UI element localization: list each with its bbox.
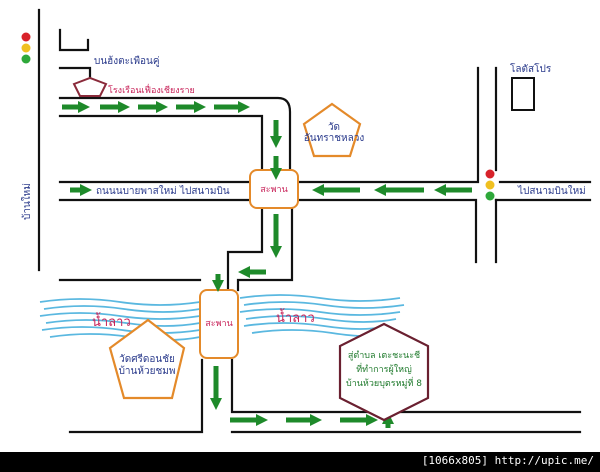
traffic-light-icon bbox=[485, 169, 495, 201]
temple-marker bbox=[302, 102, 362, 158]
temple-bottom-label-line2: บ้านห้วยชมพ bbox=[119, 365, 176, 377]
temple-bottom-label-line1: วัดศรีดอนชัย bbox=[119, 353, 175, 365]
temple-top-label-line2: อันทราชหลวง bbox=[304, 133, 365, 144]
vertical-left-label: บ้านใหม่ bbox=[21, 183, 33, 220]
traffic-light-icon bbox=[21, 32, 31, 64]
road-network bbox=[37, 8, 592, 434]
footer-bar bbox=[0, 452, 600, 472]
temple-marker bbox=[108, 318, 186, 400]
footer-text[interactable]: [1066x805] http://upic.me/ bbox=[421, 454, 594, 467]
river bbox=[39, 294, 405, 341]
road-right-label: ไปสนามบินใหม่ bbox=[517, 185, 586, 197]
destination-marker bbox=[338, 322, 430, 422]
hotel-marker bbox=[72, 76, 108, 97]
river-left-label: น้ำลาว bbox=[92, 312, 131, 330]
building-label: บนฮ้งตะเพือนคู่ bbox=[94, 55, 160, 67]
destination-label-line3: บ้านห้วยบุตรหมู่ที่ 8 bbox=[346, 376, 422, 389]
route-arrows bbox=[62, 100, 472, 428]
bridge-top-label: สะพาน bbox=[260, 185, 287, 195]
bridge-bottom-label: สะพาน bbox=[205, 319, 232, 329]
destination-label-line2: ที่ทำการผู้ใหญ่ bbox=[356, 362, 412, 375]
top-right-box-label: โลตัสโปร bbox=[510, 62, 552, 75]
temple-top-label-line1: วัด bbox=[328, 122, 340, 133]
river-right-label: น้ำลาว bbox=[276, 308, 315, 326]
road-left-label: ถนนนบายพาสใหม่ ไปสนามบิน bbox=[96, 185, 230, 197]
hotel-label: โรงเรือนเฟื่องเชียงราย bbox=[108, 83, 195, 96]
destination-label-line1: สู่ตำบล เตะชะนะชี bbox=[348, 350, 420, 361]
